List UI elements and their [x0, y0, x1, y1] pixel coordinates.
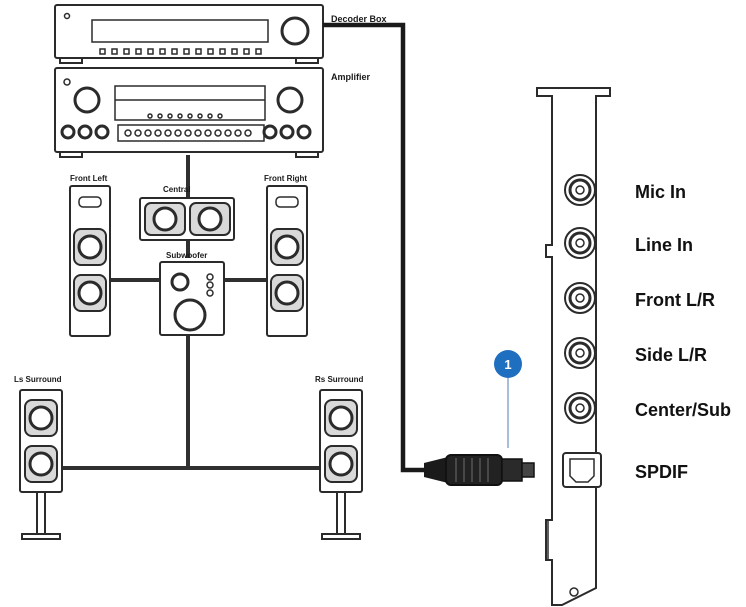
- port-label-front-lr: Front L/R: [635, 290, 715, 310]
- ls-surround-label: Ls Surround: [14, 375, 62, 384]
- amplifier-label: Amplifier: [331, 72, 371, 82]
- port-label-spdif: SPDIF: [635, 462, 688, 482]
- port-label-side-lr: Side L/R: [635, 345, 707, 365]
- ls-surround-speaker: [19, 389, 63, 540]
- amplifier: [54, 67, 324, 158]
- front-left-speaker: [69, 185, 111, 337]
- rs-surround-speaker: [319, 389, 363, 540]
- central-speaker: [139, 197, 235, 241]
- amplifier-buttons: [124, 113, 252, 137]
- callout-1: 1: [494, 350, 522, 448]
- optical-cable: [323, 22, 535, 486]
- port-line-in: [564, 227, 596, 259]
- front-left-label: Front Left: [70, 174, 108, 183]
- decoder-box-label: Decoder Box: [331, 14, 387, 24]
- port-mic-in: [564, 174, 596, 206]
- port-center-sub: [564, 392, 596, 424]
- subwoofer: [159, 261, 225, 336]
- port-label-line-in: Line In: [635, 235, 693, 255]
- front-right-speaker: [266, 185, 308, 337]
- central-label: Central: [163, 185, 191, 194]
- subwoofer-label: Subwoofer: [166, 251, 207, 260]
- port-label-mic-in: Mic In: [635, 182, 686, 202]
- port-spdif: [562, 452, 602, 488]
- port-label-center-sub: Center/Sub: [635, 400, 731, 420]
- port-side-lr: [564, 337, 596, 369]
- decoder-box: [54, 4, 324, 64]
- decoder-buttons: [99, 48, 262, 55]
- rs-surround-label: Rs Surround: [315, 375, 364, 384]
- front-right-label: Front Right: [264, 174, 307, 183]
- port-front-lr: [564, 282, 596, 314]
- speaker-wiring: [60, 155, 322, 470]
- callout-number: 1: [504, 357, 511, 372]
